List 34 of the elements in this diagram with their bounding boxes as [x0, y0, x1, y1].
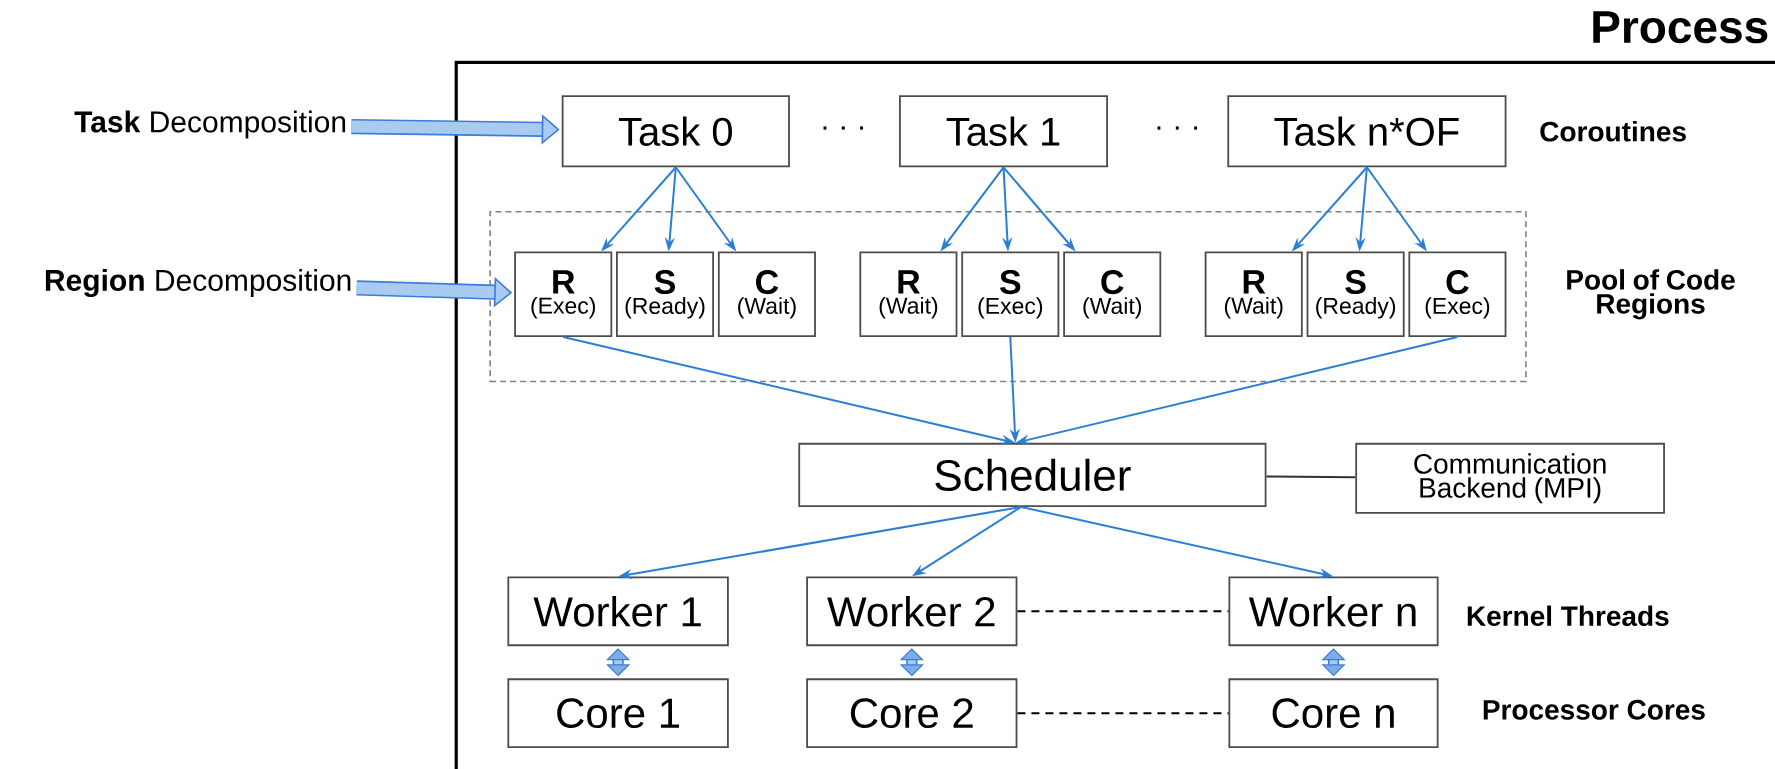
connector-line	[1016, 610, 1230, 613]
node-label: Pool of Code Regions	[1567, 269, 1735, 320]
block-arrow	[606, 648, 631, 677]
process-box: Core 1	[507, 678, 729, 749]
state-box: C (Wait)	[1063, 251, 1162, 338]
process-box: Communication Backend (MPI)	[1355, 442, 1665, 514]
process-box: Task 0	[561, 95, 790, 168]
text-label: Task Decomposition	[74, 110, 346, 139]
state-box: R (Wait)	[859, 251, 958, 338]
state-box: R (Exec)	[514, 251, 613, 338]
connector-line	[1265, 475, 1357, 479]
state-box: S (Ready)	[1306, 251, 1405, 338]
state-box: S (Ready)	[616, 251, 714, 338]
process-box: Worker 1	[507, 576, 729, 647]
dots: · · ·	[823, 126, 863, 130]
connector-line	[1016, 712, 1230, 715]
block-arrow	[899, 648, 924, 677]
process-box: Worker n	[1228, 576, 1439, 647]
process-box: Scheduler	[798, 442, 1267, 507]
state-box: S (Exec)	[961, 251, 1060, 338]
state-box: C (Exec)	[1408, 251, 1507, 338]
row-label: Coroutines	[1540, 121, 1686, 142]
process-box: Task n*OF	[1227, 95, 1507, 168]
text-label: Region Decomposition	[45, 268, 351, 298]
process-box: Core n	[1228, 678, 1439, 749]
row-label: Kernel Threads	[1467, 605, 1669, 627]
dots: · · ·	[1157, 126, 1198, 130]
state-box: C (Wait)	[717, 251, 816, 338]
process-box: Task 1	[899, 95, 1108, 168]
row-label: Processor Cores	[1483, 699, 1705, 720]
block-arrow	[1321, 648, 1346, 677]
process-box: Worker 2	[806, 576, 1018, 647]
state-box: R (Wait)	[1204, 251, 1303, 338]
process-box: Core 2	[806, 678, 1018, 749]
